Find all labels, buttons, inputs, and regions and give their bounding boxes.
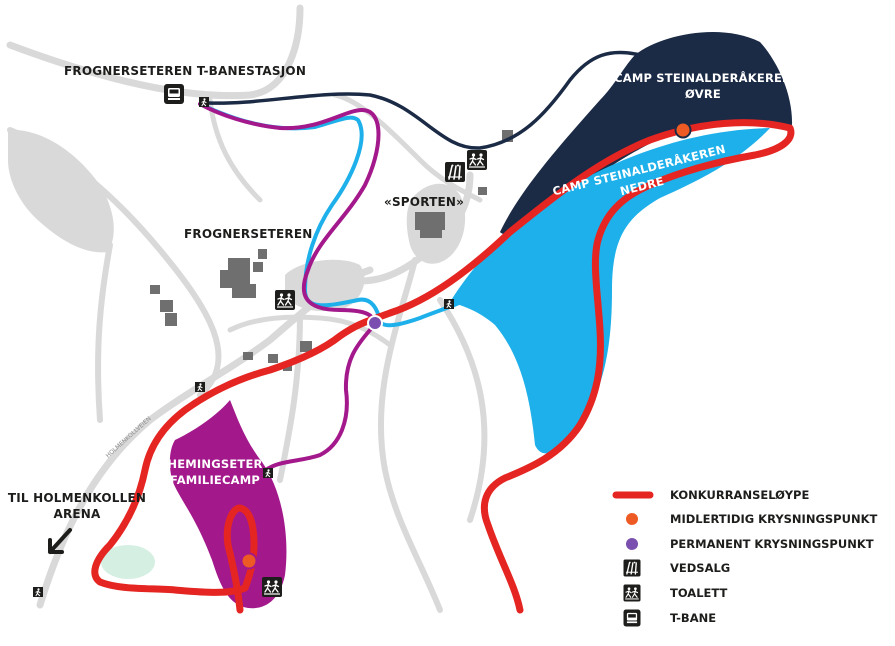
road-center-north [207,97,263,203]
toilet-icon [261,576,283,598]
permanent-crossing [367,315,383,331]
road-top-right [332,92,483,203]
grey-field-left [8,129,114,253]
legend-label: MIDLERTIDIG KRYSNINGSPUNKT [670,512,877,526]
hemingseter-label-sub: FAMILIECAMP [170,473,260,487]
wood-sale-icon [444,161,466,183]
tbane-icon [623,609,641,627]
road-left-mid [95,242,113,423]
race-route [91,119,795,614]
pedestrian-icon [32,586,44,598]
temporary-crossing-lower [240,552,258,570]
navy-trail [206,50,642,150]
temporary-crossing-upper [674,121,692,139]
hemingseter-area [169,400,287,609]
camp-nedre-area [450,128,770,454]
pedestrian-icon [198,96,210,108]
pedestrian-icon [262,467,274,479]
pedestrian-icon [443,298,455,310]
toilet-icon [622,583,642,603]
tbane-icon [164,84,184,104]
toilet-icon [466,149,488,171]
green-field [101,545,155,579]
legend-orange-dot [626,513,638,525]
toilet-icon [274,289,296,311]
station-label: FROGNERSETEREN T-BANESTASJON [64,64,306,78]
road-center-south [277,312,303,483]
hemingseter-label: HEMINGSETER [167,457,262,471]
pedestrian-icon [194,381,206,393]
legend-label: KONKURRANSELØYPE [670,488,809,502]
road-name-label: HOLMENKOLLVEIEN [105,415,153,459]
road-center-link [227,314,393,348]
legend: KONKURRANSELØYPE MIDLERTIDIG KRYSNINGSPU… [612,488,877,627]
purple-trail [198,102,381,480]
legend-purple-dot [626,538,638,550]
road-right-curve [437,297,488,523]
holmenkollen-label-sub: ARENA [53,507,101,521]
legend-label: TOALETT [670,586,728,600]
wood-sale-icon [622,558,642,578]
arrow-icon [48,528,72,554]
legend-label: T-BANE [670,611,716,625]
camp-ovre-label: CAMP STEINALDERÅKEREN [614,70,792,85]
road-top-left [6,4,304,100]
camp-ovre-label-sub: ØVRE [685,87,721,101]
legend-label: PERMANENT KRYSNINGSPUNKT [670,537,874,551]
road-sporten-south [377,257,443,613]
frognerseteren-label: FROGNERSETEREN [184,227,312,241]
holmenkollen-label: TIL HOLMENKOLLEN [8,491,146,505]
legend-label: VEDSALG [670,561,730,575]
sporten-label: «SPORTEN» [384,195,464,209]
